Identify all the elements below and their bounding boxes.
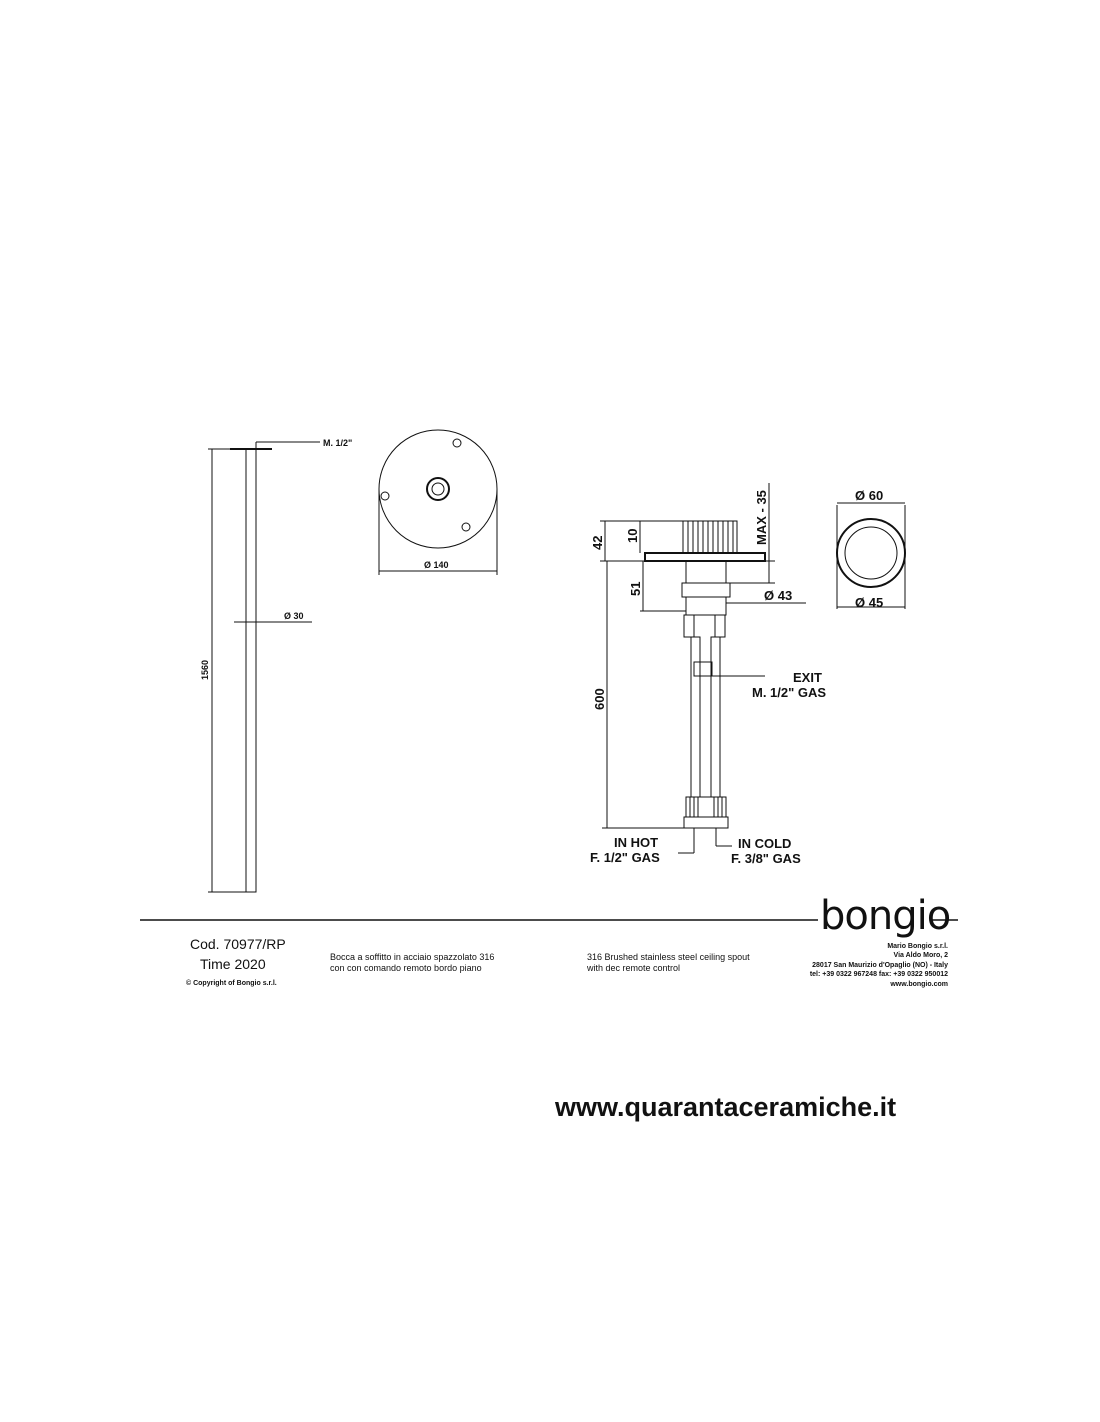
desc-en-line1: 316 Brushed stainless steel ceiling spou…: [587, 952, 750, 962]
bongio-logo: bongio: [820, 893, 951, 939]
exit-label: EXIT: [793, 670, 822, 685]
retailer-website: www.quarantaceramiche.it: [555, 1092, 897, 1122]
description-italian: Bocca a soffitto in acciaio spazzolato 3…: [330, 952, 530, 974]
in-hot-label: IN HOT: [614, 835, 658, 850]
dim-d140: Ø 140: [424, 560, 449, 570]
product-year: Time 2020: [200, 956, 266, 972]
desc-it-line1: Bocca a soffitto in acciaio spazzolato 3…: [330, 952, 495, 962]
dim-10: 10: [625, 529, 640, 543]
in-hot-spec: F. 1/2" GAS: [590, 850, 660, 865]
company-web: www.bongio.com: [890, 980, 948, 988]
product-code: Cod. 70977/RP: [190, 936, 286, 952]
company-name: Mario Bongio s.r.l.: [887, 943, 948, 950]
company-address: Mario Bongio s.r.l. Via Aldo Moro, 2 280…: [770, 942, 948, 989]
disc-top-view: [378, 429, 498, 575]
dim-51: 51: [628, 582, 643, 596]
exit-spec: M. 1/2" GAS: [752, 685, 826, 700]
dim-600: 600: [592, 688, 607, 710]
company-city: 28017 San Maurizio d'Opaglio (NO) - Ital…: [812, 961, 948, 969]
company-street: Via Aldo Moro, 2: [893, 952, 948, 960]
dim-1560: 1560: [200, 660, 210, 680]
desc-en-line2: with dec remote control: [587, 962, 681, 973]
dim-42: 42: [590, 536, 605, 550]
spout-assembly-view: [600, 483, 806, 854]
desc-it-line2: con con comando remoto bordo piano: [330, 962, 482, 973]
tube-side-view: [208, 441, 320, 893]
dim-m12: M. 1/2": [323, 438, 352, 448]
dim-d43: Ø 43: [764, 588, 792, 603]
dim-d30: Ø 30: [284, 611, 304, 621]
description-english: 316 Brushed stainless steel ceiling spou…: [587, 952, 787, 974]
ring-view: [836, 502, 906, 609]
copyright-note: © Copyright of Bongio s.r.l.: [186, 980, 277, 987]
in-cold-spec: F. 3/8" GAS: [731, 851, 801, 866]
in-cold-label: IN COLD: [738, 836, 791, 851]
company-phone: tel: +39 0322 967248 fax: +39 0322 95001…: [809, 971, 948, 979]
dim-d45: Ø 45: [855, 595, 883, 610]
dim-d60: Ø 60: [855, 488, 883, 503]
dim-max35: MAX - 35: [754, 490, 769, 545]
